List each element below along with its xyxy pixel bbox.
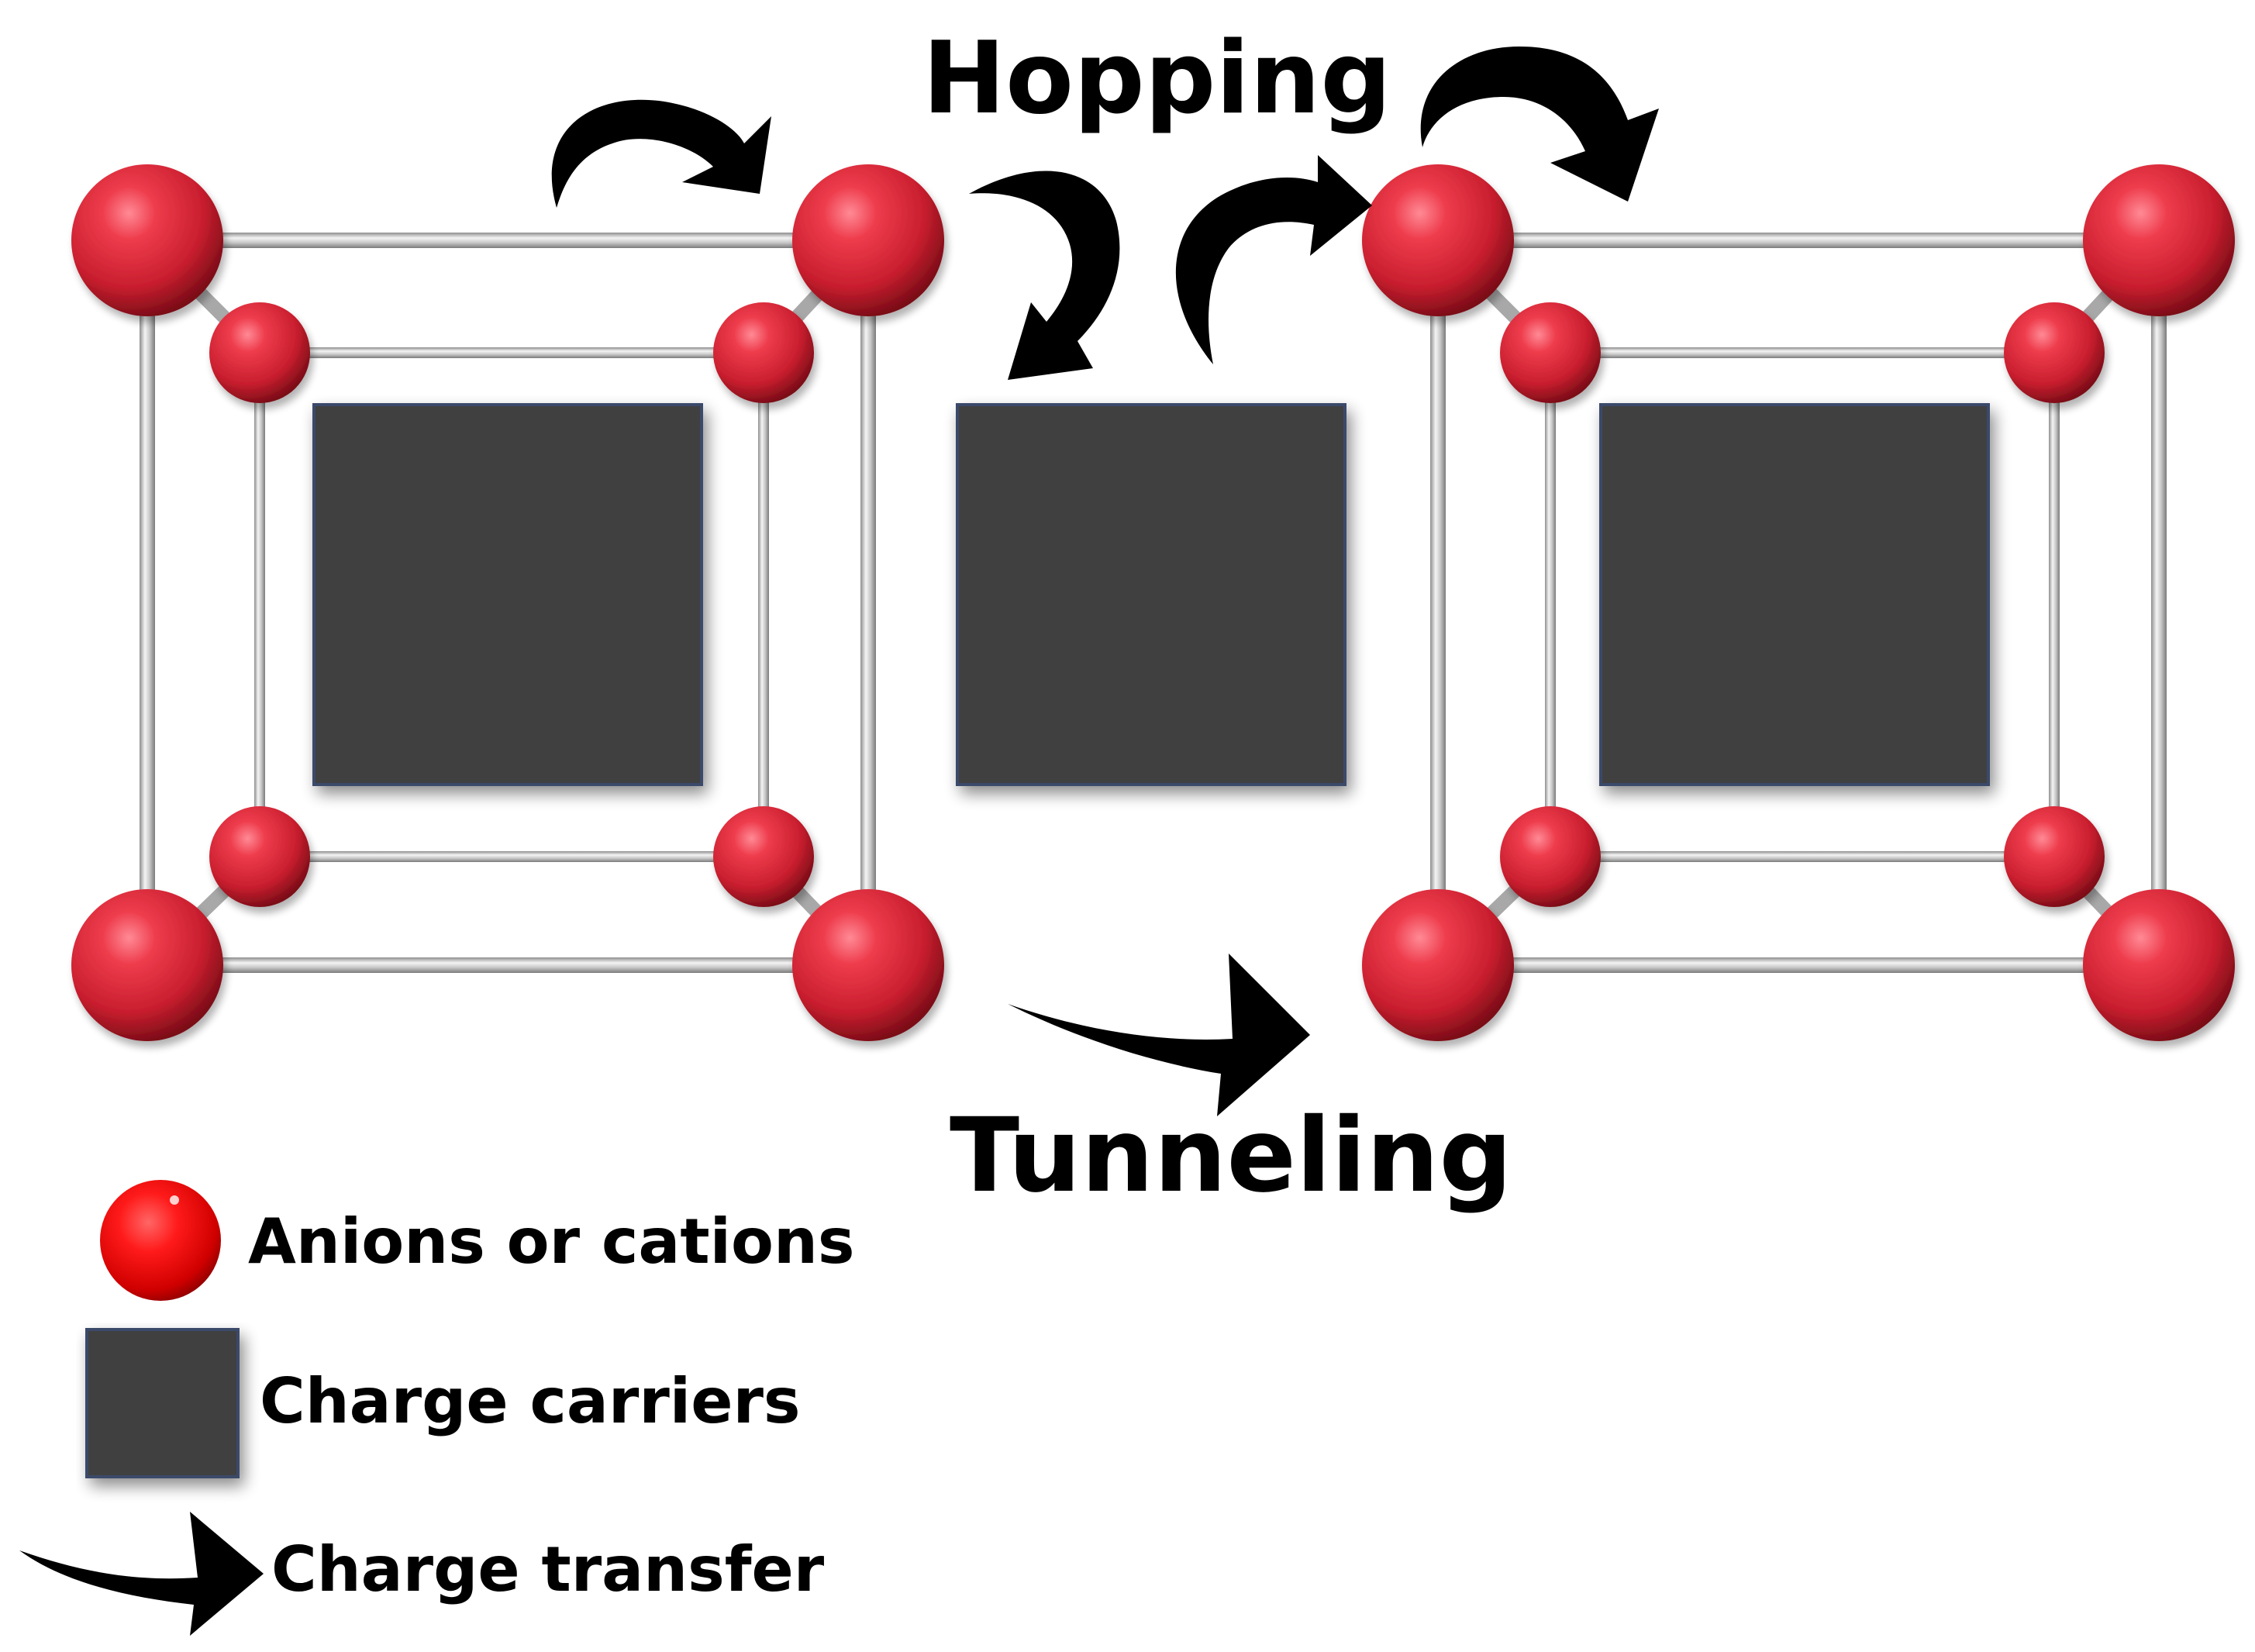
legend-ion-highlight (170, 1195, 179, 1205)
hopping-arrow-3 (1175, 155, 1372, 364)
legend (19, 1180, 264, 1636)
lattice-cube-left (71, 164, 944, 1041)
ion (209, 302, 310, 403)
ion (71, 164, 223, 316)
legend-carrier-swatch (85, 1328, 240, 1478)
ion (1500, 806, 1601, 907)
hopping-arrow-1 (551, 99, 771, 208)
rod (140, 240, 155, 965)
rod (1550, 347, 2054, 358)
charge-carrier (312, 403, 703, 786)
ion (2004, 302, 2105, 403)
legend-carrier-label: Charge carriers (260, 1365, 801, 1437)
hopping-arrows (551, 47, 1659, 380)
ion (2083, 889, 2235, 1041)
legend-ion-swatch (100, 1180, 221, 1301)
lattice-cube-right (1362, 164, 2235, 1041)
rod (2151, 240, 2167, 965)
ion (2083, 164, 2235, 316)
ion (2004, 806, 2105, 907)
ion (792, 164, 944, 316)
ion (71, 889, 223, 1041)
hopping-arrow-4 (1420, 47, 1659, 202)
rod (260, 347, 764, 358)
legend-transfer-arrow (19, 1512, 264, 1636)
legend-transfer-label: Charge transfer (271, 1533, 825, 1605)
ion (1362, 164, 1514, 316)
rod (254, 353, 265, 857)
ion (792, 889, 944, 1041)
rod (147, 233, 868, 248)
charge-carrier-middle (956, 403, 1346, 786)
rod (1430, 240, 1446, 965)
rod (1545, 353, 1556, 857)
rod (2049, 353, 2060, 857)
tunneling-arrow (1008, 954, 1310, 1116)
rod (1438, 957, 2159, 973)
rod (860, 240, 876, 965)
ion (713, 302, 814, 403)
rod (147, 957, 868, 973)
rod (758, 353, 769, 857)
ion (209, 806, 310, 907)
rod (260, 851, 764, 862)
rod (1438, 233, 2159, 248)
rod (1550, 851, 2054, 862)
tunneling-label: Tunneling (950, 1096, 1512, 1216)
ion (1362, 889, 1514, 1041)
hopping-arrow-2 (969, 171, 1120, 380)
legend-ion-label: Anions or cations (248, 1205, 855, 1278)
ion (713, 806, 814, 907)
hopping-label: Hopping (922, 21, 1391, 136)
ion (1500, 302, 1601, 403)
charge-carrier (1599, 403, 1990, 786)
